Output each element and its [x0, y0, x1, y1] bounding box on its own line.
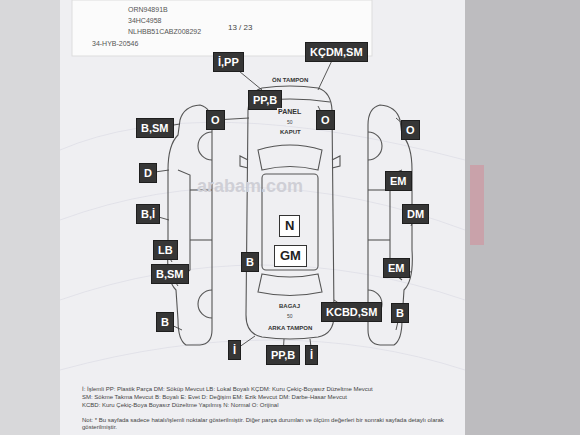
legend-line: SM: Sökme Takma Mevcut B: Boyalı E: Evet…: [82, 394, 458, 401]
damage-code-box: KÇDM,SM: [305, 42, 368, 62]
damage-code-box: O: [316, 110, 335, 130]
header-text: ORN94891B: [128, 6, 168, 14]
status-box: N: [279, 215, 300, 237]
damage-code-box: B: [156, 312, 174, 332]
damage-code-box: KCBD,SM: [321, 302, 382, 322]
damage-code: N: [285, 218, 294, 234]
damage-code-box: B,SM: [136, 118, 174, 138]
part-name: PANEL: [277, 108, 302, 116]
damage-code-box: İ,PP: [213, 52, 244, 72]
header-text: 34-HYB-20546: [92, 40, 138, 48]
damage-code-box: İ: [305, 345, 318, 365]
damage-code: PP,B: [253, 93, 277, 107]
footnote: Not: * Bu sayfada sadece hatalı/işlemli …: [82, 417, 458, 431]
damage-code: B: [161, 315, 169, 329]
damage-code-box: PP,B: [248, 90, 282, 110]
legend-line: İ: İşlemli PP: Plastik Parça DM: Söküp M…: [82, 386, 458, 393]
damage-code-box: O: [206, 110, 225, 130]
leader-lines: [148, 52, 416, 355]
damage-code-box: LB: [153, 240, 178, 260]
header-text: NLHBB51CABZ008292: [128, 28, 201, 36]
damage-code: B,SM: [156, 267, 184, 281]
damage-code: DM: [407, 207, 424, 221]
legend-line: KCBD: Kuru Çekiç-Boya Boyasız Düzeltme Y…: [82, 402, 458, 409]
damage-code: B: [396, 306, 404, 320]
damage-code: EM: [388, 261, 405, 275]
damage-code: EM: [390, 174, 407, 188]
damage-code-box: EM: [383, 258, 410, 278]
damage-code-box: B,SM: [151, 264, 189, 284]
damage-code: B,İ: [141, 207, 155, 221]
guilloche-pattern: [60, 122, 465, 370]
mirror: [240, 156, 248, 168]
rear-window: [258, 274, 322, 296]
damage-code-box: O: [401, 120, 420, 140]
measurement: 50: [286, 314, 294, 320]
damage-code-box: D: [139, 163, 157, 183]
door-line: [190, 239, 212, 240]
pattern-line: [60, 340, 465, 370]
paper-sheet: [60, 0, 465, 435]
damage-code-box: PP,B: [266, 345, 300, 365]
page-number: 13 / 23: [228, 23, 252, 32]
part-name: ÖN TAMPON: [271, 77, 309, 84]
damage-code-box: EM: [385, 171, 412, 191]
damage-code: B: [246, 255, 254, 269]
status-box: GM: [274, 245, 307, 267]
header-text: 34HC4958: [128, 17, 161, 25]
part-name: BAGAJ: [278, 303, 301, 310]
photo-ground: [0, 0, 62, 435]
windshield: [258, 145, 322, 170]
damage-code: PP,B: [271, 348, 295, 362]
damage-code-box: DM: [402, 204, 429, 224]
damage-code: O: [321, 113, 330, 127]
wheel-arch: [198, 290, 212, 318]
damage-code: O: [211, 113, 220, 127]
damage-code: KÇDM,SM: [310, 45, 363, 59]
part-name: KAPUT: [279, 129, 302, 136]
damage-code: İ,PP: [218, 55, 239, 69]
damage-code-box: B,İ: [136, 204, 160, 224]
damage-code: GM: [280, 248, 301, 264]
side-body: [168, 105, 212, 345]
damage-code: İ: [310, 348, 313, 362]
damage-code: İ: [233, 343, 236, 357]
sticker-edge: [470, 165, 484, 245]
damage-code: B,SM: [141, 121, 169, 135]
damage-code-box: İ: [228, 340, 241, 360]
damage-code-box: B: [241, 252, 259, 272]
watermark: arabam.com: [197, 176, 303, 197]
damage-code: O: [406, 123, 415, 137]
damage-code: D: [144, 166, 152, 180]
car-left-side: [168, 105, 212, 345]
damage-code: KCBD,SM: [326, 305, 377, 319]
damage-code: LB: [158, 243, 173, 257]
wheel-arch: [368, 132, 382, 160]
mirror: [332, 156, 340, 168]
wheel-arch: [198, 132, 212, 160]
photo-ground: [465, 0, 580, 435]
damage-code-box: B: [391, 303, 409, 323]
door-line: [368, 239, 390, 240]
measurement: 50: [286, 120, 294, 126]
part-name: ARKA TAMPON: [267, 325, 313, 332]
